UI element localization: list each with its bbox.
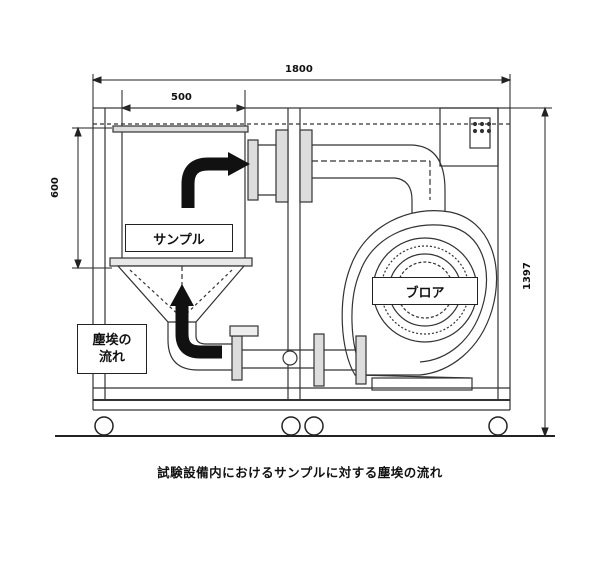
dim-label-1800: 1800 — [285, 64, 313, 75]
dust-flow-arrow-upper — [181, 152, 250, 208]
figure-caption: 試験設備内におけるサンプルに対する塵埃の流れ — [157, 465, 443, 480]
dust-flow-label-line2: 流れ — [98, 350, 125, 365]
dimension-600 — [72, 126, 112, 270]
lower-duct — [167, 322, 367, 387]
dust-flow-arrow-lower — [170, 284, 222, 359]
dim-label-1397: 1397 — [522, 262, 533, 290]
dust-flow-label-line1: 塵埃の — [92, 333, 132, 348]
dimension-1800 — [91, 74, 512, 108]
wheels — [94, 416, 508, 436]
sample-label: サンプル — [125, 224, 233, 252]
dimension-1397 — [505, 106, 552, 438]
dim-label-500: 500 — [171, 92, 192, 103]
blower-label: ブロア — [372, 277, 478, 305]
upper-duct — [247, 129, 446, 215]
dim-label-600: 600 — [50, 177, 61, 198]
dust-flow-label: 塵埃の 流れ — [77, 324, 147, 374]
